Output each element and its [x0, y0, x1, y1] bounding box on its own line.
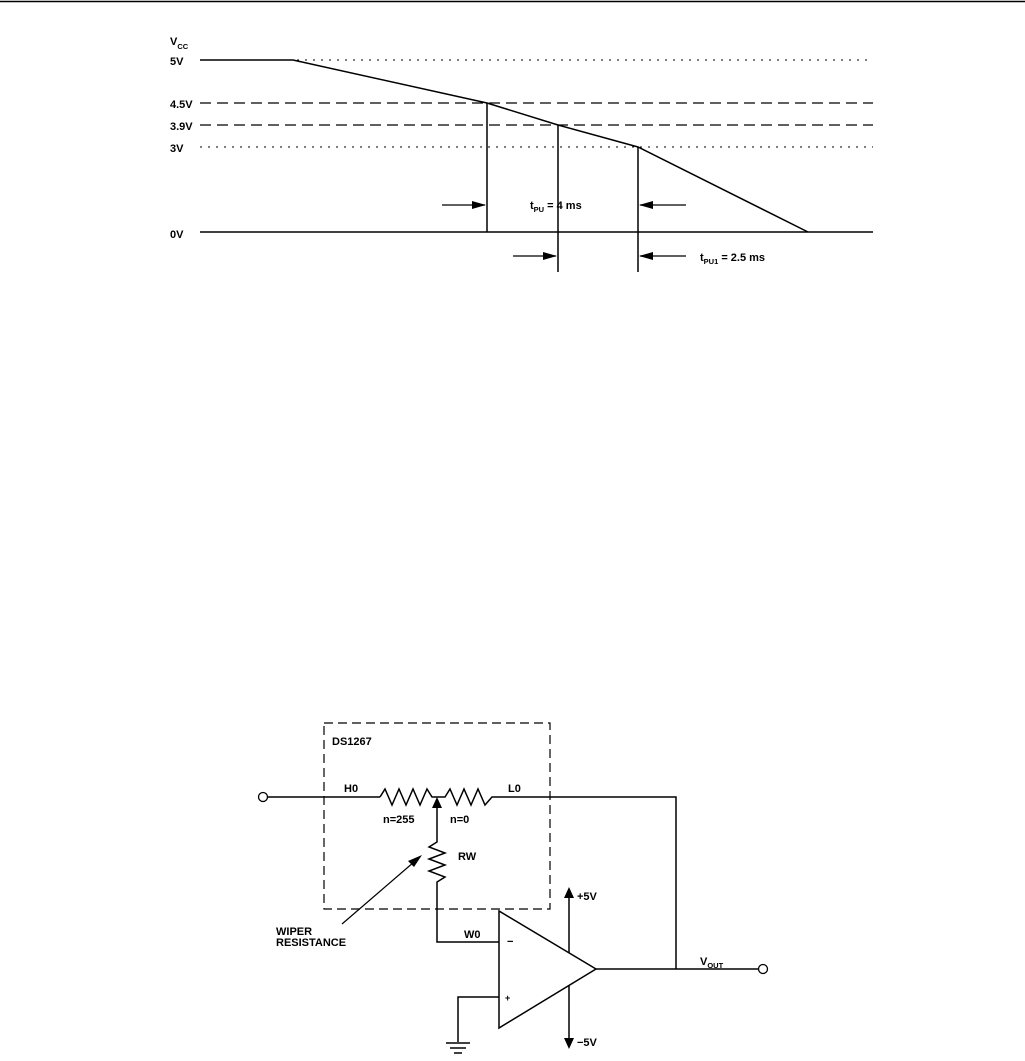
vcc-axis-label: VCC: [170, 36, 189, 51]
h0-label: H0: [344, 783, 358, 795]
level-label-3-9v: 3.9V: [170, 121, 193, 133]
input-terminal: [257, 791, 269, 803]
level-label-3v: 3V: [170, 143, 184, 155]
tpu1-arrowhead-left: [543, 252, 557, 260]
ground-icon: [446, 1042, 470, 1054]
output-terminal: [757, 963, 769, 975]
w0-label: W0: [464, 929, 481, 941]
tpu1-label: tPU1 = 2.5 ms: [700, 252, 765, 266]
wiper-callout-leader: [341, 861, 415, 925]
wiper-callout-arrowhead: [408, 855, 422, 867]
vcc-curve: [200, 59, 809, 233]
tpu-arrowhead-right: [639, 201, 653, 209]
resistor-rw: [426, 838, 448, 885]
wiper-label-line1: WIPER: [276, 926, 312, 938]
ds1267-label: DS1267: [332, 736, 372, 748]
opamp-minus-label: −: [507, 936, 513, 948]
resistor-n255: [379, 787, 437, 807]
opamp-plus-label: +: [505, 993, 510, 1003]
tpu-arrowhead-left: [472, 201, 486, 209]
tpu1-arrowhead-right: [639, 252, 653, 260]
ground-wire: [457, 996, 499, 1042]
vout-label: VOUT: [700, 956, 724, 970]
w0-wire: [436, 885, 499, 943]
n255-label: n=255: [383, 814, 415, 826]
level-label-5v: 5V: [170, 56, 184, 68]
timing-diagram: VCC 5V 4.5V 3.9V 3V 0V tPU = 4 ms tPU1 =…: [170, 36, 873, 272]
l0-feedback-wire: [495, 796, 677, 969]
resistor-n0: [437, 787, 495, 807]
circuit-diagram: DS1267 H0 n=255 n=0 L0 RW W0 WIPER RESIS…: [257, 722, 769, 1054]
vminus-arrowhead: [564, 1038, 574, 1049]
level-label-4-5v: 4.5V: [170, 99, 193, 111]
l0-label: L0: [508, 783, 521, 795]
opamp-triangle: [498, 909, 598, 1030]
wiper-label-line2: RESISTANCE: [276, 937, 346, 949]
vminus-label: −5V: [577, 1037, 598, 1049]
rw-label: RW: [458, 851, 477, 863]
wiper-arrowhead: [432, 797, 442, 808]
level-label-0v: 0V: [170, 229, 184, 241]
tpu-label: tPU = 4 ms: [530, 200, 582, 214]
vplus-label: +5V: [577, 891, 598, 903]
n0-label: n=0: [450, 814, 469, 826]
vplus-arrowhead: [564, 887, 574, 898]
